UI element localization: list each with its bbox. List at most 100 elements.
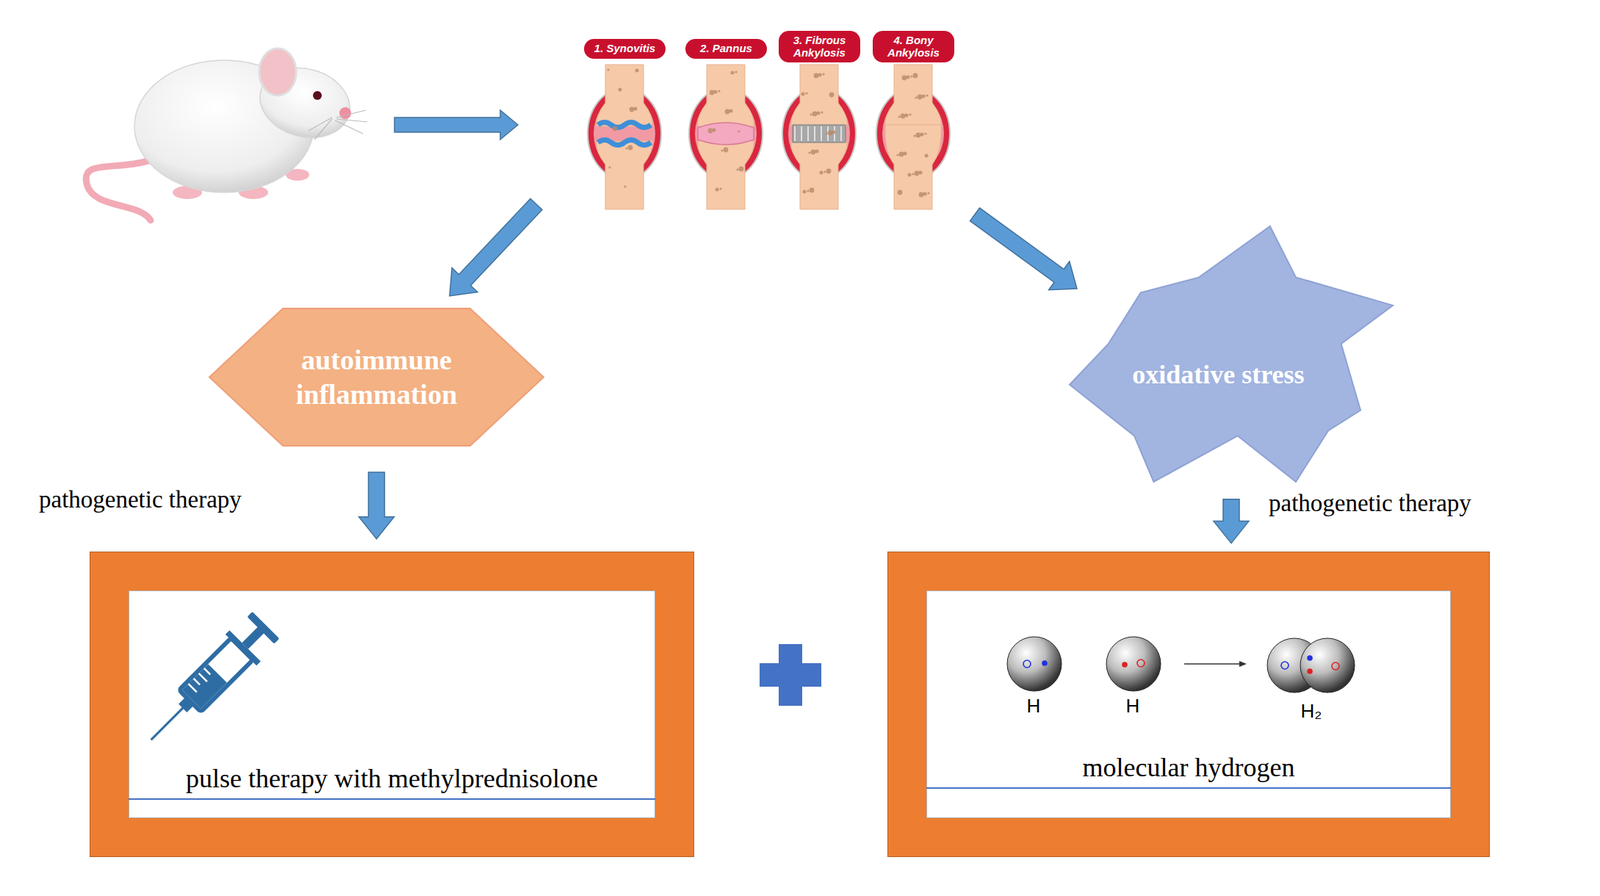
stage-badge: 4. Bony Ankylosis bbox=[872, 30, 955, 63]
stage-badge: 1. Synovitis bbox=[584, 38, 666, 59]
bone-spot bbox=[625, 146, 628, 150]
underline bbox=[926, 787, 1451, 789]
joint-stage bbox=[587, 64, 662, 210]
bone-spot bbox=[822, 72, 825, 75]
bone bbox=[596, 141, 654, 210]
inner-panel bbox=[926, 590, 1451, 819]
bone-spot bbox=[709, 90, 715, 96]
bone-spot bbox=[720, 149, 723, 152]
bone-spot bbox=[608, 166, 611, 169]
syringe bbox=[135, 609, 282, 756]
bone-spot bbox=[811, 149, 817, 156]
fiber bbox=[807, 126, 809, 142]
stage-label: 1. Synovitis bbox=[588, 42, 662, 56]
node-text: oxidative stress bbox=[1132, 357, 1304, 391]
bone-spot bbox=[802, 190, 807, 194]
barrel-fluid bbox=[182, 664, 227, 709]
fiber bbox=[820, 126, 823, 142]
rat-tail bbox=[85, 157, 158, 221]
bone-spot bbox=[820, 110, 823, 114]
bone-spot bbox=[913, 134, 916, 137]
bone-spot bbox=[911, 172, 914, 175]
rat-eye bbox=[312, 91, 322, 100]
bone-spot bbox=[924, 154, 929, 158]
bone-spot bbox=[717, 89, 720, 92]
hydrogen-atom bbox=[1106, 636, 1161, 692]
node-text: pulse therapy with methylprednisolone bbox=[128, 763, 656, 795]
bone-spot bbox=[824, 132, 828, 135]
plunger-handle bbox=[246, 611, 280, 645]
joint-stage bbox=[689, 64, 763, 210]
graduation bbox=[193, 678, 200, 685]
stage-label: 3. Fibrous Ankylosis bbox=[783, 34, 856, 59]
nucleus bbox=[1331, 662, 1340, 670]
fiber bbox=[800, 126, 803, 142]
node-text: autoimmune inflammation bbox=[296, 342, 458, 413]
atom-label: H bbox=[1126, 694, 1141, 718]
bone-spot bbox=[635, 69, 640, 73]
bone-spot bbox=[715, 188, 720, 192]
pannus bbox=[697, 122, 754, 145]
bone-spot bbox=[829, 92, 835, 98]
bone-spot bbox=[924, 132, 927, 135]
nucleus bbox=[1023, 660, 1031, 668]
rat-illustration bbox=[85, 48, 368, 221]
bone-spot bbox=[612, 126, 618, 132]
annotation-text: pathogenetic therapy bbox=[38, 486, 242, 514]
bone-spot bbox=[900, 113, 906, 120]
bone-spot bbox=[723, 147, 729, 153]
bone-spot bbox=[910, 74, 913, 78]
annotation-text: pathogenetic therapy bbox=[1268, 489, 1472, 518]
cartilage bbox=[597, 140, 651, 146]
therapy-box: molecular hydrogen bbox=[887, 551, 1490, 858]
atom-label: H bbox=[1026, 694, 1041, 718]
fiber bbox=[813, 126, 816, 142]
joint-stage bbox=[782, 64, 856, 210]
bone-spot bbox=[812, 111, 818, 117]
fiber bbox=[794, 126, 796, 142]
bone-spot bbox=[925, 94, 928, 97]
bone-spot bbox=[927, 191, 930, 194]
bone-spot bbox=[809, 188, 815, 194]
bone-spot bbox=[725, 109, 731, 115]
bone-spot bbox=[801, 92, 806, 97]
graduation bbox=[204, 668, 211, 675]
bone-spot bbox=[819, 171, 824, 175]
bone-spot bbox=[902, 75, 908, 81]
bone-spot bbox=[734, 70, 737, 73]
bone-spot bbox=[899, 152, 905, 158]
bone-spot bbox=[730, 71, 735, 75]
bone bbox=[791, 64, 848, 127]
block-arrow bbox=[449, 199, 543, 297]
bone-spot bbox=[628, 145, 634, 151]
graduation bbox=[188, 683, 197, 693]
nucleus bbox=[1281, 661, 1289, 670]
therapy-box: pulse therapy with methylprednisolone bbox=[89, 551, 695, 858]
bone-spot bbox=[737, 130, 740, 133]
nucleus bbox=[1137, 659, 1145, 668]
joint-illustration bbox=[587, 64, 950, 210]
star-shape bbox=[1069, 226, 1393, 482]
flow-arrows bbox=[394, 110, 1077, 297]
bone-spot bbox=[914, 96, 917, 99]
stage-label: 2. Pannus bbox=[689, 42, 763, 56]
syringe-icon bbox=[90, 552, 694, 857]
plus-sign bbox=[759, 644, 822, 706]
bone bbox=[596, 64, 654, 127]
stage-label: 4. Bony Ankylosis bbox=[877, 34, 950, 59]
fibrous-tissue bbox=[792, 124, 846, 143]
needle bbox=[151, 705, 186, 740]
hydrogen-atom bbox=[1007, 636, 1062, 692]
bone-spot bbox=[913, 73, 919, 79]
bone-spot bbox=[914, 171, 920, 177]
hydrogen-atoms bbox=[888, 552, 1490, 857]
bone-spot bbox=[823, 170, 826, 173]
bone-spot bbox=[809, 113, 812, 116]
block-arrow bbox=[1213, 499, 1249, 544]
bone-spot bbox=[629, 107, 635, 113]
bone-spot bbox=[826, 168, 832, 175]
block-arrow bbox=[970, 207, 1078, 291]
bone-spot bbox=[907, 173, 912, 178]
bone-spot bbox=[917, 94, 923, 100]
bone-spot bbox=[908, 113, 911, 116]
